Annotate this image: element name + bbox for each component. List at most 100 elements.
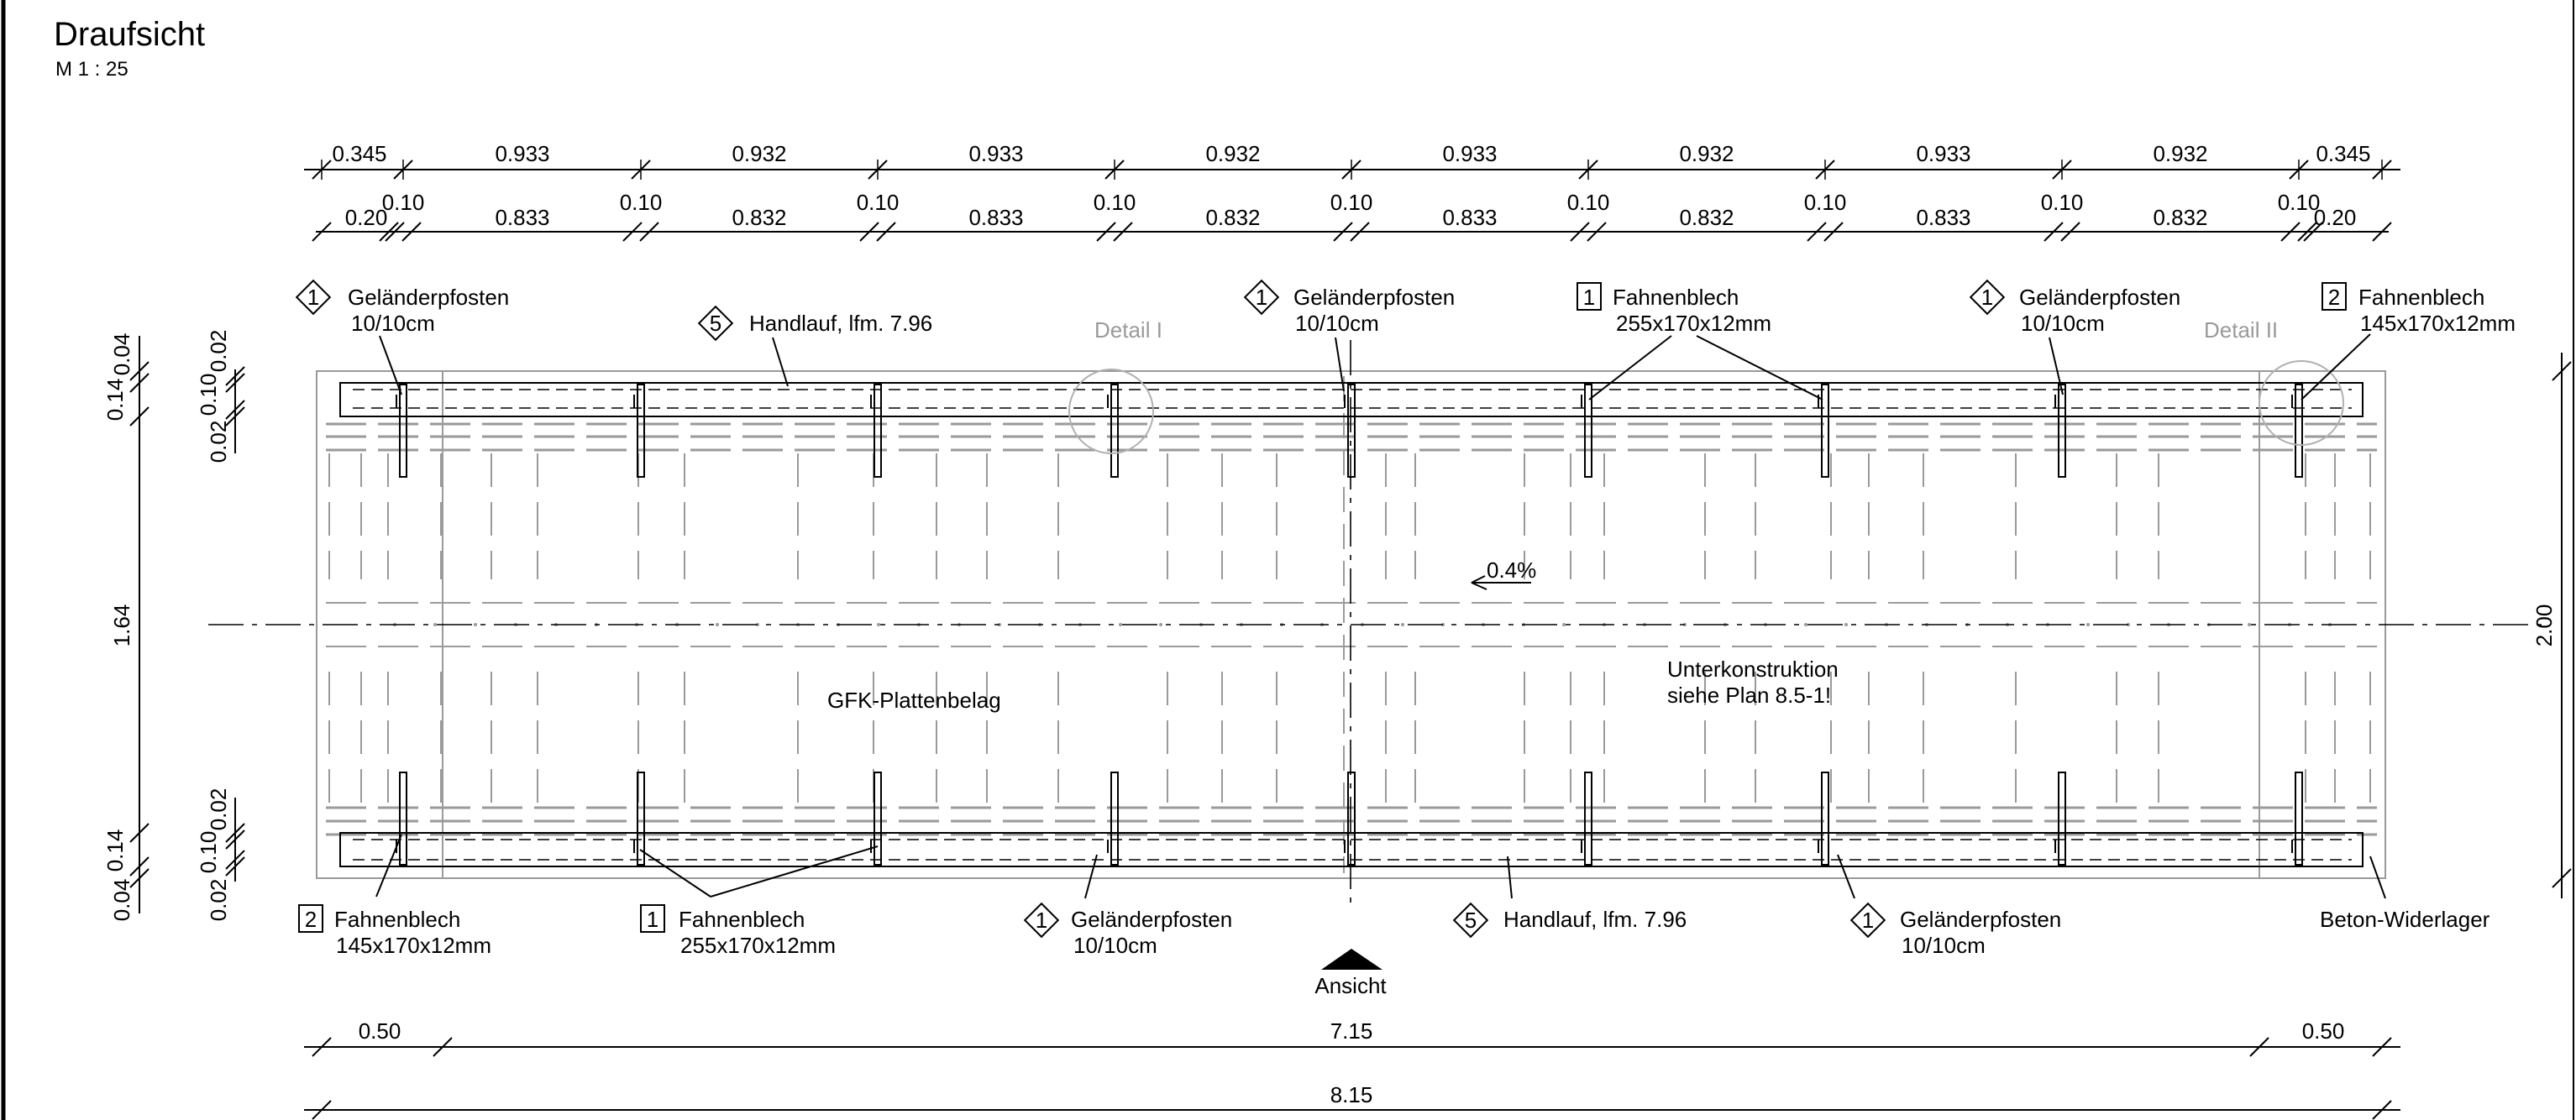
post-top xyxy=(1347,384,1356,478)
page-title: Draufsicht xyxy=(54,16,205,53)
label-name: Geländerpfosten xyxy=(348,285,509,310)
label-handlauf-bottom: 5 Handlauf, lfm. 7.96 xyxy=(1452,856,1687,939)
dim-tick xyxy=(876,222,896,242)
dim-tick xyxy=(379,222,399,242)
label-name: Geländerpfosten xyxy=(1071,907,1232,932)
dim-label: 0.833 xyxy=(1916,205,1970,230)
label-size: 10/10cm xyxy=(1073,933,1157,958)
centerline-dot xyxy=(1119,623,1122,626)
dim-tick xyxy=(1096,222,1116,242)
diamond-marker-icon xyxy=(1452,902,1489,939)
post-bottom xyxy=(1821,772,1829,866)
leader-line xyxy=(1837,854,1855,899)
label-name: Geländerpfosten xyxy=(1293,285,1455,310)
dim-tick xyxy=(2060,222,2080,242)
right-dim-total: 2.00 xyxy=(2531,604,2557,647)
label-gel-top-left: 1 Geländerpfosten 10/10cm xyxy=(295,279,509,395)
dim-label: 0.933 xyxy=(968,141,1023,166)
bottom-dim-left: 0.50 xyxy=(359,1018,401,1044)
slope-label: 0.4% xyxy=(1487,557,1536,583)
label-beton: Beton-Widerlager xyxy=(2320,856,2490,932)
dim-tick xyxy=(129,406,150,427)
bottom-dim-mid: 7.15 xyxy=(1330,1018,1373,1044)
dim-tick xyxy=(1587,222,1607,242)
dim-tick xyxy=(225,856,245,877)
diamond-marker-icon xyxy=(1243,279,1280,316)
dim-tick xyxy=(1823,222,1844,242)
post-top xyxy=(1584,384,1592,478)
dim-tick xyxy=(1570,222,1590,242)
marker-number: 1 xyxy=(647,907,658,932)
dim-tick xyxy=(2372,1100,2392,1120)
label-size: 10/10cm xyxy=(1295,311,1379,336)
centerline-dot xyxy=(1844,623,1848,626)
slope-arrow-head xyxy=(1471,582,1487,590)
dim-label: 0.10 xyxy=(1094,190,1136,215)
left-dim-top-a: 0.04 xyxy=(109,333,134,376)
detail-ii-circle xyxy=(2259,360,2344,446)
dim-tick xyxy=(433,1037,453,1057)
post-top xyxy=(399,384,407,478)
centerline-dot xyxy=(433,623,437,626)
dim-tick xyxy=(2552,868,2572,888)
label-name: Fahnenblech xyxy=(334,907,460,932)
diamond-marker-icon xyxy=(1969,279,2006,316)
label-name: Fahnenblech xyxy=(679,907,805,932)
dim-label: 0.10 xyxy=(2278,190,2321,215)
dim-tick xyxy=(129,373,150,393)
diamond-marker-icon xyxy=(697,305,734,342)
dim-label: 0.932 xyxy=(1205,141,1260,166)
dim-tick xyxy=(225,830,245,850)
dim-tick xyxy=(129,823,150,843)
post-bottom xyxy=(1110,772,1119,866)
dim-tick xyxy=(129,361,150,381)
post-bottom xyxy=(637,772,645,866)
label-name: Fahnenblech xyxy=(1613,285,1739,310)
label-text: Handlauf, lfm. 7.96 xyxy=(1503,907,1687,932)
ansicht-label: Ansicht xyxy=(1314,973,1387,998)
dim-tick xyxy=(129,868,150,888)
centerline-dot xyxy=(716,623,719,626)
dim-tick xyxy=(2552,361,2572,381)
dim-label: 0.933 xyxy=(495,141,549,166)
dim-label: 0.10 xyxy=(2041,190,2084,215)
centerline-dot xyxy=(1804,623,1807,626)
marker-number: 1 xyxy=(1256,285,1267,310)
dim-tick xyxy=(622,222,643,242)
dim-label: 0.10 xyxy=(1330,190,1373,215)
dim-label: 0.833 xyxy=(495,205,549,230)
square-marker-icon xyxy=(298,904,323,933)
handrail-top xyxy=(339,382,2364,417)
left-inner-top-2: 0.02 xyxy=(206,421,231,463)
marker-number: 1 xyxy=(1036,908,1047,933)
dim-tick xyxy=(225,373,245,393)
leader-line-2 xyxy=(710,845,879,898)
dim-tick xyxy=(225,406,245,427)
dim-label: 0.10 xyxy=(857,190,900,215)
label-gel-top-mid: 1 Geländerpfosten 10/10cm xyxy=(1243,279,1455,392)
dim-label: 0.832 xyxy=(732,205,786,230)
centerline-dot xyxy=(1401,623,1404,626)
centerline-dot xyxy=(877,623,880,626)
square-marker-icon xyxy=(2322,282,2347,311)
dim-label: 0.832 xyxy=(1205,205,1260,230)
dim-tick xyxy=(385,222,405,242)
left-dim-top-b: 0.14 xyxy=(102,379,128,421)
left-inner-top-0: 0.02 xyxy=(206,330,231,373)
label-fahnen-1-top: 1 Fahnenblech 255x170x12mm xyxy=(1577,282,1823,400)
dim-tick xyxy=(2372,222,2392,242)
dim-label: 0.932 xyxy=(2153,141,2207,166)
label-name: Fahnenblech xyxy=(2358,285,2484,310)
dim-tick xyxy=(1350,222,1370,242)
leader-line xyxy=(2369,856,2386,899)
post-top xyxy=(1821,384,1829,478)
leader-line xyxy=(1084,854,1098,899)
left-inner-bot-2: 0.02 xyxy=(206,879,231,922)
square-marker-icon xyxy=(1577,282,1602,311)
dim-label: 0.20 xyxy=(2314,205,2357,230)
centerline-dot xyxy=(2086,623,2090,626)
label-size: 145x170x12mm xyxy=(2360,311,2516,336)
label-fahnen-2-bottom: 2 Fahnenblech 145x170x12mm xyxy=(298,834,491,958)
dim-tick xyxy=(1807,222,1827,242)
